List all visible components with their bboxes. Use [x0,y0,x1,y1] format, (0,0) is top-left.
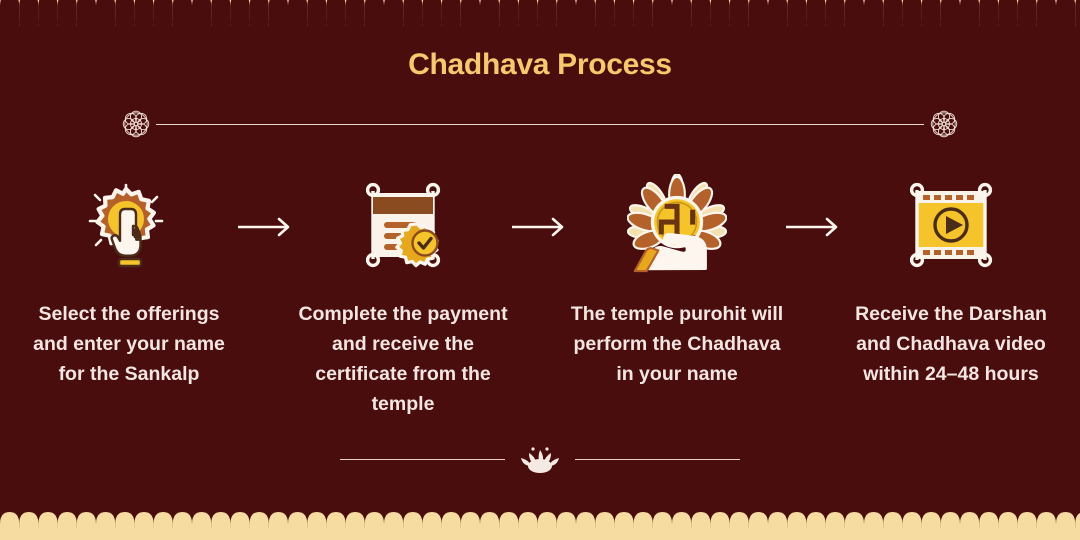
arrow-right-icon [786,217,838,237]
arrow-2 [503,175,577,275]
mandala-rosette-icon [930,110,958,138]
step-2-icon-wrap [353,175,453,275]
click-offering-sunburst-icon [88,183,164,268]
process-step-2: Complete the payment and receive the cer… [298,175,508,419]
step-4-icon-wrap [901,175,1001,275]
scalloped-arch-border-icon [0,0,1080,26]
divider-line-right-bottom [575,458,740,460]
divider-line-left-bottom [340,458,505,460]
process-step-4: Receive the Darshan and Chadhava video w… [851,175,1051,389]
process-step-1: Select the offerings and enter your name… [29,175,229,389]
top-decorative-border [0,0,1080,26]
arrow-right-icon [512,217,564,237]
bottom-decorative-border [0,508,1080,540]
ornamental-divider-top [120,108,960,140]
mandala-rosette-icon [122,110,150,138]
certificate-seal-icon [365,182,441,268]
step-4-label: Receive the Darshan and Chadhava video w… [855,303,1047,385]
lotus-icon [521,447,559,473]
step-3-icon-wrap [627,174,727,275]
page-title: Chadhava Process [408,48,672,81]
hand-offering-swastika-icon [627,174,727,273]
arrow-1 [229,175,303,275]
step-1-icon-wrap [79,175,179,275]
arrow-3 [777,175,851,275]
step-3-label: The temple purohit will perform the Chad… [570,303,784,385]
process-steps: Select the offerings and enter your name… [0,174,1080,419]
process-step-3: The temple purohit will perform the Chad… [571,174,783,389]
scalloped-arch-border-icon [0,512,1080,540]
video-filmstrip-play-icon [909,182,993,268]
ornamental-divider-bottom [0,444,1080,474]
step-1-label: Select the offerings and enter your name… [33,303,225,385]
divider-line-left [156,123,924,125]
arrow-right-icon [238,217,290,237]
step-2-label: Complete the payment and receive the cer… [298,303,508,415]
